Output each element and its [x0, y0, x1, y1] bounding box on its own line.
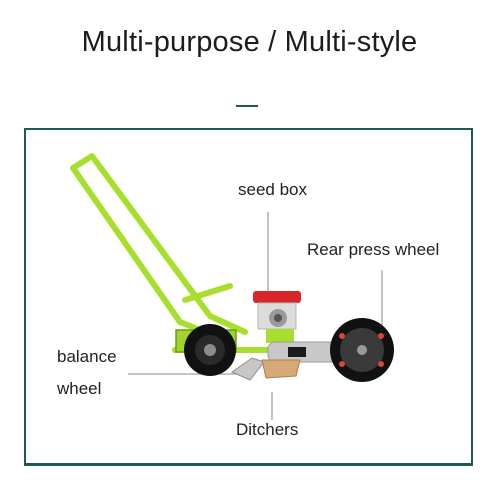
- title-divider: [236, 105, 258, 107]
- ditchers-label: Ditchers: [236, 420, 299, 439]
- balance-wheel-label-line2: wheel: [57, 379, 102, 398]
- callout-lines: [128, 212, 383, 420]
- product-frame: [24, 128, 473, 466]
- seed-box-label: seed box: [238, 180, 307, 199]
- balance-wheel: [184, 324, 236, 376]
- seed-box: [253, 291, 301, 343]
- ditchers: [230, 357, 301, 381]
- rear-press-wheel: [330, 318, 394, 382]
- headline: Multi-purpose / Multi-style: [81, 26, 418, 58]
- balance-wheel-label-line1: balance: [57, 347, 117, 366]
- rear-press-wheel-label: Rear press wheel: [307, 240, 440, 259]
